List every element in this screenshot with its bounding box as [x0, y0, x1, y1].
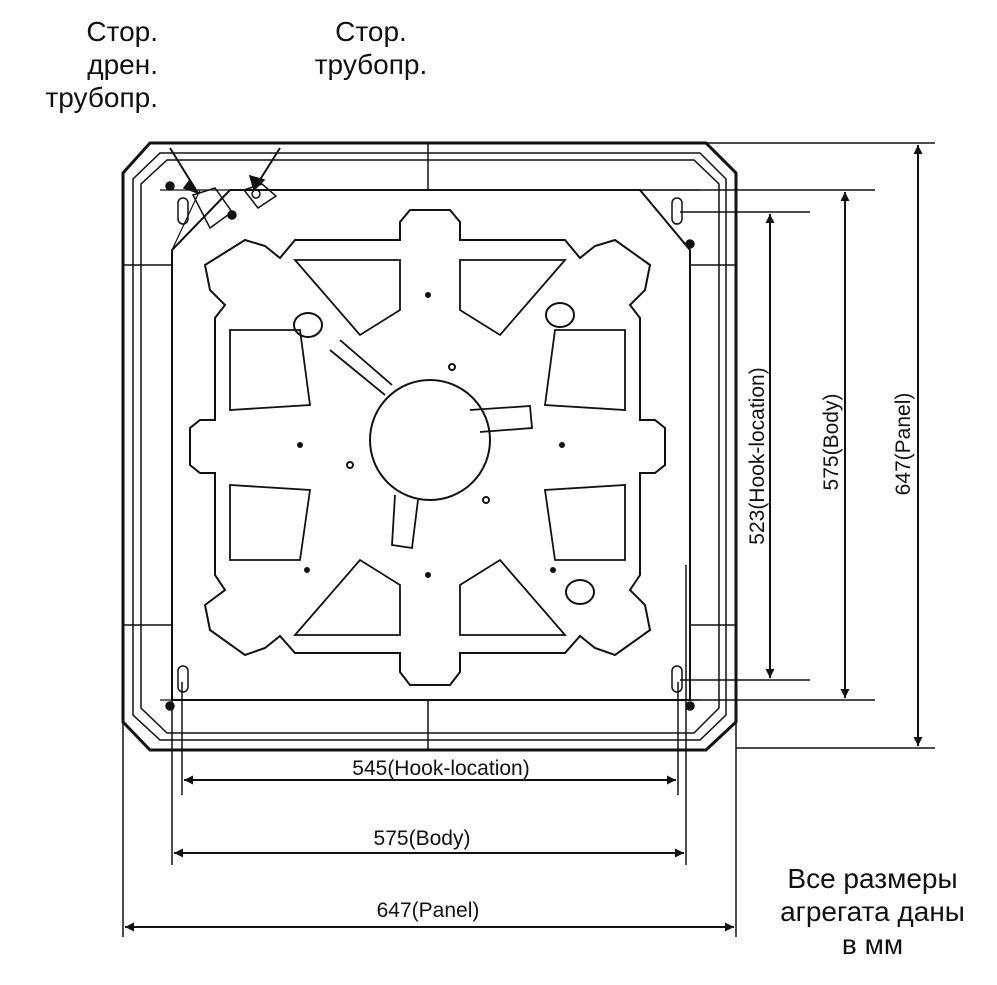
grille-pattern: [189, 209, 666, 686]
dimension-575-body: 575(Body): [174, 827, 684, 858]
hook-brackets: [165, 181, 695, 711]
panel-outline: [121, 141, 738, 752]
dimension-523-hook: 523(Hook-location): [746, 214, 775, 678]
dimension-label: 575(Body): [820, 394, 843, 491]
dimension-label: 647(Panel): [377, 899, 480, 922]
dimension-label: 523(Hook-location): [746, 367, 769, 544]
dimension-545-hook: 545(Hook-location): [184, 757, 676, 785]
dimension-647-panel-vertical: 647(Panel): [892, 145, 923, 746]
dimension-label: 545(Hook-location): [352, 757, 529, 780]
drain-side-label: Стор. дрен. трубопр.: [45, 16, 158, 113]
vertical-extension-lines: [525, 142, 935, 749]
pipe-side-label: Стор. трубопр.: [314, 16, 428, 80]
dimension-label: 575(Body): [374, 827, 471, 850]
dimension-label: 647(Panel): [892, 393, 915, 496]
dimension-575-body-vertical: 575(Body): [820, 192, 850, 698]
pipe-connectors: [169, 142, 281, 230]
dimension-647-panel: 647(Panel): [125, 899, 734, 932]
body-outline: [160, 189, 700, 701]
horizontal-extension-lines: [122, 565, 737, 937]
units-note: Все размеры агрегата даны в мм: [780, 863, 965, 960]
